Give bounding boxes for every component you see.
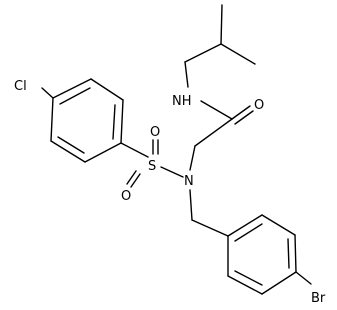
n-ch2-bond: [189, 145, 196, 171]
sulfonamide-nitrogen-label: N: [184, 174, 194, 189]
chlorine-label: Cl: [14, 79, 27, 94]
sulfonyl-double-bond-bottom: [126, 170, 141, 188]
sulfonyl-double-bond-top: [152, 139, 159, 155]
benzyl-ring-bond: [191, 219, 229, 237]
amide-nitrogen-label: NH: [172, 94, 192, 109]
ch2-carbonyl-bond: [194, 118, 233, 147]
carbonyl-double-bond: [231, 105, 254, 125]
s-n-bond: [160, 166, 184, 178]
c-br-bond: [295, 271, 312, 285]
carbonyl-nh-bond: [200, 100, 233, 120]
chlorophenyl-ring: [50, 78, 124, 163]
bromophenyl-ring: [227, 214, 297, 295]
c-cl-bond: [41, 87, 54, 99]
c-s-bond: [120, 142, 149, 158]
sulfonyl-oxygen-bottom-label: O: [121, 189, 131, 204]
bromine-label: Br: [311, 291, 326, 306]
n-benzyl-bond: [189, 189, 193, 221]
sulfonyl-oxygen-top-label: O: [150, 125, 160, 140]
sulfur-label: S: [148, 159, 156, 174]
carbonyl-oxygen-label: O: [254, 98, 264, 113]
isobutyl-chain: [184, 4, 256, 88]
